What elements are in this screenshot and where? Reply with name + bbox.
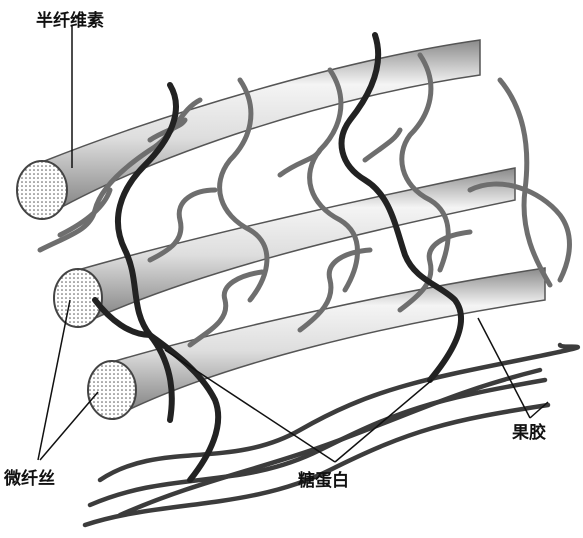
hemicellulose-label: 半纤维素 [36, 6, 104, 31]
microfibril-label: 微纤丝 [4, 464, 55, 489]
glycoprotein-label: 糖蛋白 [298, 466, 349, 491]
pectin-label: 果胶 [512, 418, 546, 443]
